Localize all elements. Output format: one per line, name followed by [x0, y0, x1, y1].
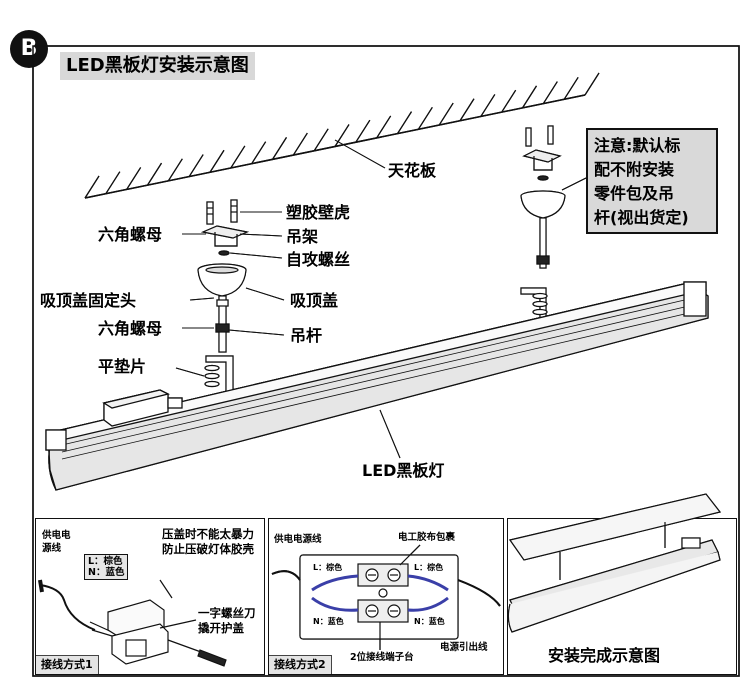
- label-canopy: 吸顶盖: [290, 291, 339, 310]
- w2-wire-n-left: N：蓝色: [313, 617, 344, 626]
- note-line: 零件包及吊: [594, 184, 675, 203]
- w1-wire-l: L：棕色: [88, 556, 123, 567]
- w2-tape-wrap: 电工胶布包裹: [398, 532, 456, 543]
- w2-wire-n-right: N：蓝色: [414, 617, 445, 626]
- w1-wire-n: N：蓝色: [88, 567, 125, 578]
- label-plastic-anchor: 塑胶壁虎: [286, 203, 351, 222]
- label-led-lamp: LED黑板灯: [362, 461, 445, 480]
- label-hex-nut-top: 六角螺母: [98, 225, 163, 244]
- w2-lead-out: 电源引出线: [440, 642, 488, 653]
- w2-wire-l-left: L：棕色: [313, 563, 343, 572]
- w1-power-line-2: 源线: [42, 543, 62, 554]
- w2-terminal: 2位接线端子台: [350, 652, 414, 663]
- note-line: 注意:默认标: [594, 136, 681, 155]
- wiring-method-2-panel: 接线方式2: [268, 518, 504, 675]
- wiring-method-1-tag: 接线方式1: [36, 655, 99, 674]
- completed-installation-title: 安装完成示意图: [548, 646, 661, 665]
- w1-screwdriver-1: 一字螺丝刀: [198, 606, 256, 620]
- w1-warning-1: 压盖时不能太暴力: [162, 527, 254, 541]
- w2-wire-l-right: L：棕色: [414, 563, 444, 572]
- w1-power-line-1: 供电电: [42, 530, 71, 541]
- label-suspension-rod: 吊杆: [290, 326, 323, 345]
- label-flat-washer: 平垫片: [98, 357, 147, 376]
- note-box: 注意:默认标 配不附安装 零件包及吊 杆(视出货定): [586, 128, 718, 234]
- note-line: 杆(视出货定): [594, 208, 689, 227]
- w2-power-line: 供电电源线: [274, 534, 322, 545]
- section-badge: B: [10, 30, 48, 68]
- w1-wire-legend: L：棕色 N：蓝色: [84, 554, 129, 580]
- note-line: 配不附安装: [594, 160, 675, 179]
- label-ceiling: 天花板: [388, 161, 437, 180]
- w1-screwdriver-2: 撬开护盖: [198, 621, 244, 635]
- page-title: LED黑板灯安装示意图: [60, 52, 255, 80]
- label-canopy-fixing-head: 吸顶盖固定头: [40, 291, 137, 310]
- wiring-method-2-tag: 接线方式2: [269, 655, 332, 674]
- label-tapping-screw: 自攻螺丝: [286, 250, 351, 269]
- label-hanger-bracket: 吊架: [286, 227, 319, 246]
- label-hex-nut-bottom: 六角螺母: [98, 319, 163, 338]
- w1-warning-2: 防止压破灯体胶壳: [162, 542, 254, 556]
